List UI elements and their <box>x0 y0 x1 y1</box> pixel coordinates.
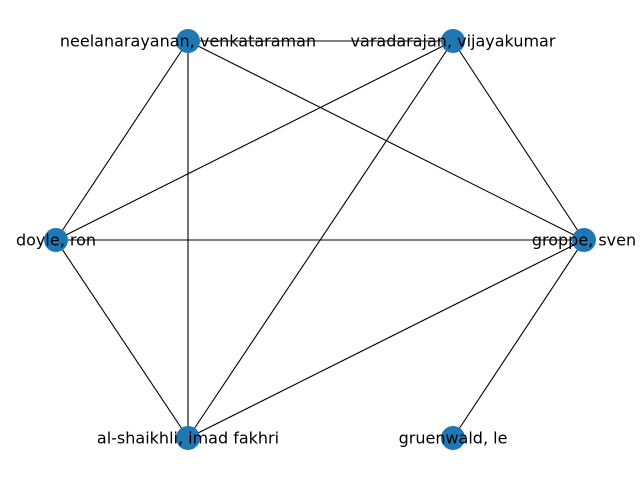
node-gruenwald <box>441 426 465 450</box>
edge-varadarajan-groppe <box>452 40 585 241</box>
edges-layer <box>55 40 585 439</box>
node-al_shaikhli <box>176 426 200 450</box>
node-doyle <box>44 228 68 252</box>
edge-groppe-al_shaikhli <box>187 239 585 439</box>
node-label-varadarajan: varadarajan, vijayakumar <box>351 32 556 51</box>
node-groppe <box>572 228 596 252</box>
edge-varadarajan-doyle <box>55 40 454 241</box>
node-label-neelanarayanan: neelanarayanan, venkataraman <box>60 32 316 51</box>
node-label-groppe: groppe, sven <box>532 231 636 250</box>
node-neelanarayanan <box>176 29 200 53</box>
node-label-doyle: doyle, ron <box>16 231 96 250</box>
edge-doyle-al_shaikhli <box>55 239 189 439</box>
edge-neelanarayanan-doyle <box>55 40 189 241</box>
node-label-al_shaikhli: al-shaikhli, imad fakhri <box>97 429 279 448</box>
node-label-gruenwald: gruenwald, le <box>399 429 508 448</box>
node-varadarajan <box>441 29 465 53</box>
labels-layer: neelanarayanan, venkataraman varadarajan,… <box>16 32 636 448</box>
nodes-layer <box>44 29 596 450</box>
edge-groppe-gruenwald <box>452 239 585 439</box>
